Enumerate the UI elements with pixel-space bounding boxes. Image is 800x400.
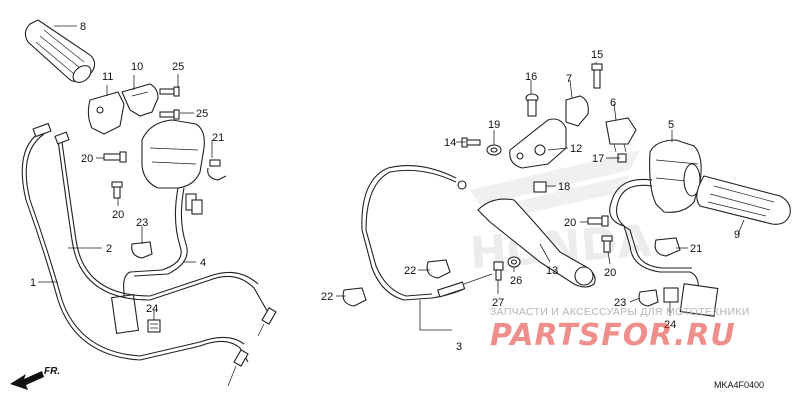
wire-band-23-right xyxy=(638,289,659,307)
throttle-housing-upper xyxy=(121,83,159,117)
clutch-lever-holder xyxy=(509,118,567,169)
bolt-20-left-a xyxy=(103,151,127,163)
callout-4: 4 xyxy=(200,257,206,269)
lever-holder-clamp xyxy=(565,95,589,127)
right-grip xyxy=(696,175,791,225)
front-direction-indicator: FR. xyxy=(8,362,78,397)
right-switch-housing xyxy=(649,139,702,213)
callout-11: 11 xyxy=(102,71,113,83)
callout-9: 9 xyxy=(734,229,740,241)
callout-20-left-b: 20 xyxy=(112,209,124,221)
callout-15: 15 xyxy=(591,49,603,61)
callout-2: 2 xyxy=(106,243,112,255)
callout-21-left: 21 xyxy=(212,132,224,144)
throttle-housing-lower xyxy=(87,91,125,135)
callout-6: 6 xyxy=(610,97,616,109)
switch-connector xyxy=(110,294,140,334)
screw-25-lower xyxy=(159,109,180,120)
callout-7: 7 xyxy=(566,73,572,85)
callout-17: 17 xyxy=(592,153,604,165)
callout-20-right-a: 20 xyxy=(564,217,576,229)
bolt-20-right-a xyxy=(587,215,609,227)
screw-14 xyxy=(461,137,481,148)
cable-adjuster-2 xyxy=(257,307,277,337)
clutch-cable-adjuster xyxy=(437,273,493,298)
connector-24-right xyxy=(663,287,679,303)
wire-band-21-left xyxy=(207,159,227,181)
callout-22-b: 22 xyxy=(321,291,333,303)
cable-adjuster-1 xyxy=(227,349,249,387)
throttle-cable-2 xyxy=(57,139,271,317)
drawing-code: MKA4F0400 xyxy=(714,380,765,390)
leader-lines xyxy=(38,25,745,331)
callout-26: 26 xyxy=(510,275,522,287)
clutch-cable xyxy=(361,165,463,301)
callout-27: 27 xyxy=(492,297,504,309)
callout-1: 1 xyxy=(30,277,36,289)
wire-band-23-left xyxy=(131,241,153,259)
callout-19: 19 xyxy=(488,119,500,131)
right-switch-connector xyxy=(679,283,719,317)
bolt-20-right-b xyxy=(601,235,613,253)
callout-25-lower: 25 xyxy=(196,108,208,120)
callout-13: 13 xyxy=(546,265,558,277)
callout-23-left: 23 xyxy=(136,217,148,229)
wire-band-22-b xyxy=(342,287,367,307)
callout-8: 8 xyxy=(80,21,86,33)
front-direction-label: FR. xyxy=(44,366,60,377)
nut-18 xyxy=(533,181,547,193)
callout-18: 18 xyxy=(558,181,570,193)
wire-band-22-a xyxy=(426,259,451,279)
cable-end-fitting-1 xyxy=(32,122,70,145)
bolt-20-left-b xyxy=(111,181,123,199)
watermark-logo: PARTSFOR.RU xyxy=(490,318,736,353)
callout-20-left-a: 20 xyxy=(81,153,93,165)
nut-19 xyxy=(486,144,502,156)
callout-25-upper: 25 xyxy=(172,61,184,73)
callout-22-a: 22 xyxy=(404,265,416,277)
front-arrow-icon: FR. xyxy=(10,366,60,390)
callout-23-right: 23 xyxy=(614,297,626,309)
callout-10: 10 xyxy=(131,61,143,73)
clutch-switch xyxy=(605,117,637,153)
left-switch-housing xyxy=(141,119,205,215)
right-switch-harness xyxy=(609,178,699,293)
wire-band-21-right xyxy=(654,237,681,257)
callout-14: 14 xyxy=(444,137,456,149)
pivot-bolt-16 xyxy=(525,93,539,117)
nut-26 xyxy=(507,256,521,268)
left-switch-harness xyxy=(123,187,182,300)
callout-12: 12 xyxy=(570,143,582,155)
callout-5: 5 xyxy=(668,119,674,131)
callout-24-left: 24 xyxy=(146,303,158,315)
callout-16: 16 xyxy=(525,71,537,83)
left-grip xyxy=(24,19,96,83)
callout-24-right: 24 xyxy=(664,319,676,331)
callout-20-right-b: 20 xyxy=(604,267,616,279)
connector-24-left xyxy=(147,319,161,333)
clutch-lever xyxy=(477,198,596,288)
throttle-cable-1 xyxy=(21,131,249,363)
clutch-cable-end xyxy=(457,180,467,190)
callout-3: 3 xyxy=(456,341,462,353)
callout-21-right: 21 xyxy=(690,243,702,255)
screw-25-upper xyxy=(159,86,180,97)
bolt-27 xyxy=(493,261,504,281)
bolt-15 xyxy=(591,63,603,89)
watermark-caption: ЗАПЧАСТИ И АКСЕССУАРЫ ДЛЯ МОТОТЕХНИКИ xyxy=(490,306,750,318)
